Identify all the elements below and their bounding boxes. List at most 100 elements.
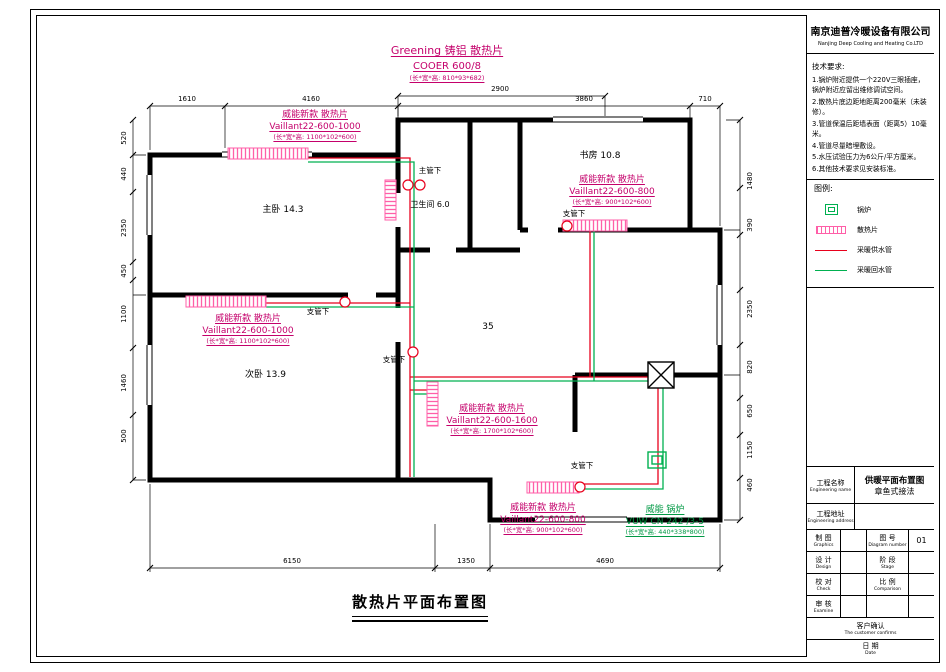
design-label-cell: 设 计 Design — [807, 552, 841, 573]
project-label-cell: 工程名称 Engineering name — [807, 467, 855, 503]
radiator-name: 威能新款 散热片 — [510, 503, 576, 513]
company-name-cn: 南京迪普冷暖设备有限公司 — [810, 27, 931, 38]
room-label-master: 主卧 14.3 — [262, 205, 304, 215]
radiator-label-block-living: 威能新款 散热片 Vaillant22-600-1600 (长*宽*高: 170… — [432, 404, 552, 436]
design-value-cell — [841, 552, 867, 573]
dim-right-7: 460 — [746, 478, 754, 492]
technical-requirements: 技术要求: 1.锅炉附近提供一个220V三眼插座，锅炉附近应留出维修调试空间。 … — [807, 54, 934, 179]
examine-right-value-cell — [909, 596, 934, 617]
radiator-name: 威能新款 散热片 — [579, 175, 645, 185]
return-pipe-icon — [814, 269, 848, 271]
legend: 图例: 锅炉 散热片 采暖供水管 采暖回水管 — [807, 179, 934, 289]
dim-right-2: 390 — [746, 218, 754, 232]
title-block-project-row: 工程名称 Engineering name 供暖平面布置图 章鱼式接法 — [807, 467, 934, 503]
legend-row-supply: 采暖供水管 — [814, 245, 927, 255]
tech-requirement-item: 2.散热片底边距地距离200毫米（未装修）。 — [812, 97, 927, 117]
title-block-address-row: 工程地址 Engineering address — [807, 503, 934, 529]
dim-bottom-2: 1350 — [457, 557, 475, 565]
row-label-en: Check — [816, 587, 831, 592]
pipe-label-branch-study: 支管下 — [562, 209, 586, 218]
radiator-name: 威能新款 散热片 — [282, 110, 348, 120]
plan-title-text: 散热片平面布置图 — [351, 593, 488, 617]
diagram-number-value-cell: 01 — [916, 536, 927, 545]
boiler-icon — [814, 204, 848, 216]
dim-top-4: 3860 — [575, 95, 593, 103]
dim-left-5: 1100 — [120, 305, 128, 323]
radiator-size: (长*宽*高: 1100*102*600) — [206, 337, 290, 346]
comparison-value-cell — [909, 574, 934, 595]
title-block-date-row: 日 期 Date — [807, 639, 934, 657]
row-label-cn: 比 例 — [879, 578, 896, 586]
pipe-label-branch-mid: 支管下 — [382, 355, 406, 364]
date-cell: 日 期 Date — [807, 640, 934, 657]
address-label-cn: 工程地址 — [816, 510, 845, 518]
header-spec-line1: Greening 铸铝 散热片 — [390, 44, 504, 57]
radiator-size: (长*宽*高: 900*102*600) — [572, 198, 652, 207]
legend-title: 图例: — [814, 184, 833, 194]
radiator-label-block-second: 威能新款 散热片 Vaillant22-600-1000 (长*宽*高: 110… — [183, 314, 313, 346]
right-panel: 南京迪普冷暖设备有限公司 Nanjing Deep Cooling and He… — [806, 15, 934, 657]
comparison-label-cell: 比 例 Comparison — [867, 574, 909, 595]
check-value-cell — [841, 574, 867, 595]
dim-left-1: 520 — [120, 131, 128, 145]
graphics-label-cell: 制 图 Graphics — [807, 530, 841, 551]
header-spec-line2: COOER 600/8 — [413, 61, 481, 72]
room-label-bath: 卫生间 6.0 — [410, 200, 450, 209]
boiler-name: 威能 锅炉 — [645, 505, 685, 515]
title-block-row-graphics: 制 图 Graphics 图 号 Diagram number 01 — [807, 529, 934, 551]
row-label-cn: 阶 段 — [879, 556, 896, 564]
row-label-en: Stage — [880, 565, 894, 570]
project-value-cell: 供暖平面布置图 章鱼式接法 — [855, 467, 934, 503]
confirm-cell: 客户确认 The customer confirms — [807, 618, 934, 639]
supply-pipe-icon — [814, 249, 848, 251]
radiator-size: (长*宽*高: 900*102*600) — [503, 526, 583, 535]
examine-label-cell: 审 核 Examine — [807, 596, 841, 617]
address-label-cell: 工程地址 Engineering address — [807, 504, 855, 529]
radiator-size: (长*宽*高: 1700*102*600) — [450, 427, 534, 436]
room-label-second: 次卧 13.9 — [245, 370, 286, 380]
row-label-cn: 图 号 — [879, 534, 896, 542]
radiator-model: Vaillant22-600-1000 — [269, 121, 361, 132]
tech-requirement-item: 6.其他技术要求见安装标准。 — [812, 164, 901, 173]
examine-value-cell — [841, 596, 867, 617]
boiler-label-block: 威能 锅炉 VUW CN 242 /3-5 (长*宽*高: 440*338*80… — [602, 505, 728, 537]
dim-bottom-1: 6150 — [283, 557, 301, 565]
company-title-block: 南京迪普冷暖设备有限公司 Nanjing Deep Cooling and He… — [807, 15, 934, 54]
tech-requirement-item: 4.管道尽量暗埋敷设。 — [812, 141, 880, 150]
radiator-model: Vaillant22-600-1000 — [202, 325, 294, 336]
tech-requirement-item: 3.管道保温后距墙表面（距离5）10毫米。 — [812, 119, 927, 139]
pipe-label-branch-bottom: 支管下 — [570, 461, 594, 470]
panel-spacer — [807, 288, 934, 466]
stage-label-cell: 阶 段 Stage — [867, 552, 909, 573]
legend-label-radiator: 散热片 — [857, 226, 878, 235]
title-block: 工程名称 Engineering name 供暖平面布置图 章鱼式接法 工程地址… — [807, 466, 934, 657]
dim-left-2: 440 — [120, 167, 128, 181]
radiator-model: Vaillant22-600-800 — [569, 186, 655, 197]
dim-right-6: 1150 — [746, 441, 754, 459]
title-block-confirm-row: 客户确认 The customer confirms — [807, 617, 934, 639]
radiator-name: 威能新款 散热片 — [215, 314, 281, 324]
legend-row-return: 采暖回水管 — [814, 265, 927, 275]
plan-title: 散热片平面布置图 — [345, 592, 495, 617]
legend-label-return: 采暖回水管 — [857, 266, 892, 275]
title-block-row-design: 设 计 Design 阶 段 Stage — [807, 551, 934, 573]
dim-right-4: 820 — [746, 360, 754, 374]
project-value-line1: 供暖平面布置图 — [864, 475, 925, 486]
date-label-en: Date — [865, 651, 876, 656]
dim-left-7: 500 — [120, 429, 128, 443]
boiler-model: VUW CN 242 /3-5 — [625, 516, 705, 527]
row-label-en: Comparison — [874, 587, 901, 592]
pipe-label-main: 主管下 — [418, 166, 442, 175]
title-block-row-check: 校 对 Check 比 例 Comparison — [807, 573, 934, 595]
examine-right-label-cell — [867, 596, 909, 617]
row-label-en: Diagram number — [868, 543, 907, 548]
tech-requirements-title: 技术要求: — [812, 62, 845, 71]
dim-right-1: 1480 — [746, 172, 754, 190]
tech-requirement-item: 1.锅炉附近提供一个220V三眼插座，锅炉附近应留出维修调试空间。 — [812, 75, 925, 95]
dim-left-4: 450 — [120, 264, 128, 278]
boiler-size: (长*宽*高: 440*338*800) — [625, 528, 705, 537]
dim-top-3: 2900 — [491, 85, 509, 93]
room-label-living: 35 — [482, 322, 494, 332]
